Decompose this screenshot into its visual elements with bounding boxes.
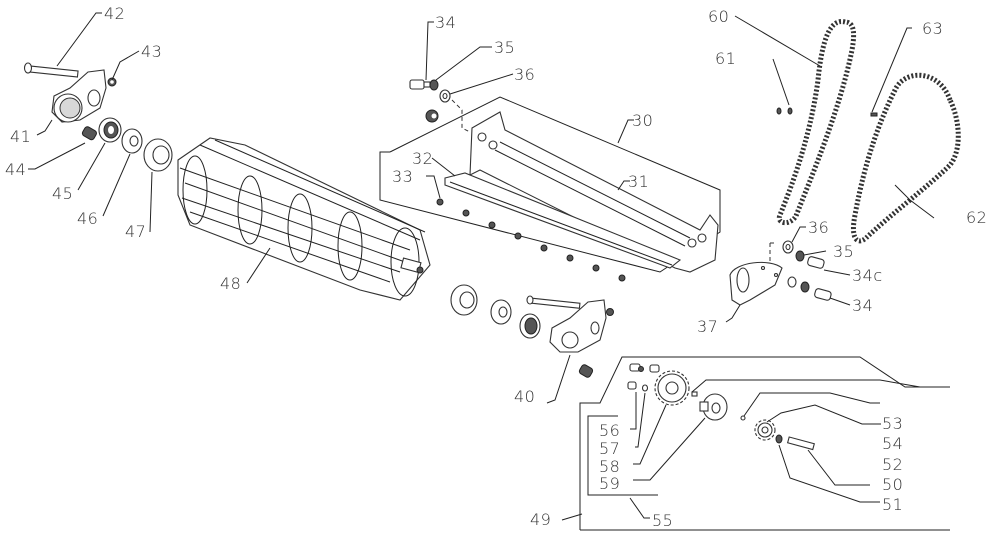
callout-55: 55: [652, 511, 673, 530]
part-63-chain-pin: [870, 112, 878, 117]
part-32-bedknife: [444, 172, 682, 269]
callout-34-right: 34: [852, 296, 873, 315]
part-33-screws: [436, 198, 626, 282]
part-seal-right: [450, 284, 478, 316]
callout-62: 62: [966, 208, 987, 227]
part-61-chain-link: [776, 107, 793, 115]
part-45-bearing: [98, 117, 122, 143]
part-34-bolt-top: [409, 79, 431, 90]
callout-54: 54: [882, 434, 903, 453]
callout-50: 50: [882, 475, 903, 494]
part-35-lock-washer-top: [429, 79, 439, 91]
part-bolt-right: [526, 295, 614, 316]
callout-59: 59: [599, 474, 620, 493]
part-34-bolt-right: [814, 288, 832, 301]
part-59-hub: [699, 393, 728, 421]
part-34c-bolt: [807, 256, 825, 269]
part-51-washer: [775, 434, 783, 444]
part-nut-top: [425, 109, 439, 123]
callout-36-right: 36: [808, 218, 829, 237]
part-60-chain: [776, 19, 857, 226]
part-washer-right-lower: [787, 276, 797, 288]
assembly-dashline-top: [451, 99, 471, 133]
part-62-chain-long: [850, 72, 961, 244]
part-36-washer-right: [782, 240, 794, 254]
callout-57: 57: [599, 439, 620, 458]
callout-51: 51: [882, 495, 903, 514]
part-spring-right: [578, 364, 594, 378]
callout-63: 63: [922, 19, 943, 38]
callout-61: 61: [715, 49, 736, 68]
callout-33: 33: [392, 167, 413, 186]
part-lock-washer-right-lower: [800, 281, 810, 293]
part-48-reel: [177, 137, 431, 301]
leader-lines: [28, 12, 935, 521]
callout-37: 37: [697, 317, 718, 336]
callout-36-top: 36: [514, 65, 535, 84]
group-outline-55: [587, 415, 658, 496]
callout-53: 53: [882, 414, 903, 433]
part-54-screw: [740, 415, 746, 421]
part-36-washer-top: [439, 89, 451, 103]
part-41-bearing-housing: [51, 69, 107, 123]
part-44-spring: [81, 126, 97, 141]
part-40-bearing-housing: [549, 299, 607, 353]
part-50-shaft-bolt: [786, 436, 815, 451]
callout-31: 31: [628, 172, 649, 191]
callout-labels: 42 43 41 44 45 46 47 48 34 35 36 30 31 3…: [5, 4, 987, 530]
part-31-bedbar: [469, 111, 719, 273]
callout-34-top: 34: [435, 13, 456, 32]
part-47-seal: [143, 138, 173, 172]
part-42-pivot-bolt: [23, 62, 79, 78]
part-52-small-sprocket: [754, 419, 776, 441]
callout-41: 41: [10, 127, 31, 146]
callout-49: 49: [530, 510, 551, 529]
callout-60: 60: [708, 7, 729, 26]
part-35-lock-washer-right: [795, 250, 805, 262]
callout-35-top: 35: [494, 38, 515, 57]
group-outline-49: [579, 356, 950, 530]
callout-32: 32: [412, 149, 433, 168]
part-bearing-right: [519, 313, 541, 339]
callout-40: 40: [514, 387, 535, 406]
callout-35-right: 35: [833, 242, 854, 261]
part-spacer-right: [490, 299, 512, 325]
callout-47: 47: [125, 222, 146, 241]
callout-30: 30: [632, 111, 653, 130]
part-37-chain-guard: [729, 261, 783, 306]
callout-52: 52: [882, 455, 903, 474]
callout-45: 45: [52, 184, 73, 203]
callout-48: 48: [220, 274, 241, 293]
part-58-large-sprocket: [649, 364, 690, 406]
part-53-key: [691, 391, 698, 397]
part-57-washer: [638, 366, 649, 392]
callout-44: 44: [5, 160, 26, 179]
part-43-nut: [107, 77, 117, 87]
callout-46: 46: [77, 209, 98, 228]
part-56-bolt: [627, 363, 641, 390]
callout-34c: 34c: [852, 266, 883, 285]
callout-43: 43: [141, 42, 162, 61]
part-46-spacer: [121, 128, 143, 154]
callout-42: 42: [104, 4, 125, 23]
callout-58: 58: [599, 457, 620, 476]
callout-56: 56: [599, 421, 620, 440]
